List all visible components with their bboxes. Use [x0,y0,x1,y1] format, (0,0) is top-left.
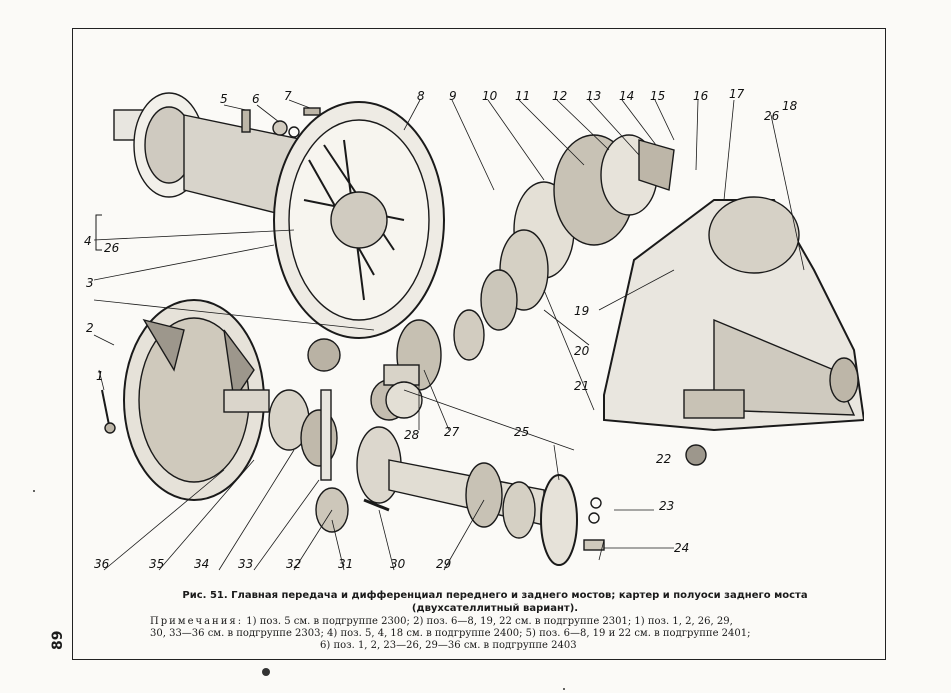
callout: 19 [574,304,589,318]
caption-line: Рис. 51. Главная передача и дифференциал… [182,590,808,601]
callout: 15 [650,89,665,103]
callout: 29 [436,557,451,571]
figure-caption: Рис. 51. Главная передача и дифференциал… [170,589,820,615]
print-speck [262,668,270,676]
callout: 35 [149,557,164,571]
callout: 21 [574,379,589,393]
callout: 25 [514,425,529,439]
callout: 30 [390,557,406,571]
callout: 26 [764,109,780,123]
callout: 12 [552,89,567,103]
callout: 22 [656,452,671,466]
callout: 14 [619,89,634,103]
callout: 1 [96,369,104,383]
callout: 8 [417,89,425,103]
callout: 23 [659,499,674,513]
callout: 24 [674,541,689,555]
callout: 9 [449,89,457,103]
notes-line: 30, 33—36 см. в подгруппе 2303; 4) поз. … [150,628,751,639]
differential-gears-part [268,338,408,533]
callout: 20 [574,344,590,358]
page-number: 89 [50,630,66,650]
callout: 6 [252,92,260,106]
callout: 7 [284,89,292,103]
caption-line: (двухсателлитный вариант). [411,603,579,614]
callout: 33 [238,557,253,571]
callout: 3 [86,276,94,290]
callout: 27 [444,425,460,439]
pinion-gear-part [383,309,485,419]
fasteners-part [101,107,321,434]
plug-part [685,444,707,466]
figure-notes: Примечания: 1) поз. 5 см. в подгруппе 23… [150,616,840,652]
callout: 17 [729,87,745,101]
callout: 36 [94,557,110,571]
callout: 2 [86,321,94,335]
part-callouts: 1 2 3 4 5 6 7 8 9 10 11 12 13 14 15 16 1… [84,87,798,571]
notes-line: 1) поз. 5 см. в подгруппе 2300; 2) поз. … [246,616,733,627]
callout: 34 [194,557,209,571]
callout: 11 [515,89,530,103]
callout: 31 [338,557,353,571]
callout: 13 [586,89,601,103]
ring-gear-part [123,299,270,501]
callout: 10 [482,89,498,103]
callout: 28 [404,428,420,442]
notes-heading: Примечания: [150,616,244,627]
print-speck [33,490,35,492]
callout: 18 [782,99,798,113]
axle-housing-part [603,196,864,432]
callout: 4 [84,234,92,248]
callout: 26 [104,241,120,255]
carrier-housing-part [273,101,445,339]
callout: 5 [220,92,228,106]
callout: 32 [286,557,301,571]
bearing-stack-part [480,134,675,331]
callout: 16 [693,89,709,103]
half-shaft-part [388,459,605,566]
print-speck [563,688,565,690]
page-frame [72,28,886,660]
exploded-diagram: 1 2 3 4 5 6 7 8 9 10 11 12 13 14 15 16 1… [84,87,864,571]
notes-line: 6) поз. 1, 2, 23—26, 29—36 см. в подгруп… [320,640,577,651]
